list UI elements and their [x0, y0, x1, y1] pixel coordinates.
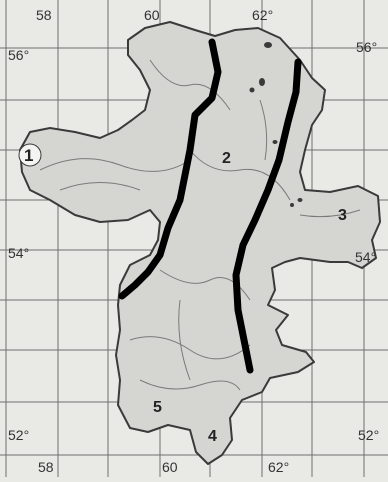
latitude-label-right: 56° [356, 39, 377, 55]
latitude-label-left: 56° [8, 47, 29, 63]
river [189, 149, 291, 201]
boundary-line-west [118, 38, 222, 300]
region-1-marker [18, 143, 42, 167]
river [129, 336, 251, 360]
region-label-3: 3 [338, 207, 347, 224]
latitude-label-left: 52° [8, 427, 29, 443]
longitude-label-bottom: 60 [162, 459, 178, 475]
longitude-label-top: 60 [144, 7, 160, 23]
river [39, 158, 191, 172]
region-label-1: 1 [24, 146, 33, 165]
lake [297, 198, 303, 202]
lake [259, 78, 265, 86]
region-label-4: 4 [208, 428, 217, 445]
river [299, 209, 361, 218]
river [139, 379, 241, 391]
lake [272, 140, 278, 144]
longitude-label-top: 62° [252, 7, 273, 23]
river [59, 182, 141, 191]
river [149, 59, 231, 111]
latitude-label-right: 54° [355, 249, 376, 265]
region-land [19, 21, 381, 465]
boundary-lines [118, 38, 302, 374]
lake [264, 42, 272, 48]
lakes [249, 42, 303, 207]
lake [290, 203, 294, 207]
region-label-2: 2 [222, 150, 231, 167]
river [259, 99, 268, 161]
longitude-label-bottom: 62° [268, 459, 289, 475]
longitude-label-top: 58 [36, 7, 52, 23]
lake [249, 87, 255, 93]
boundary-line-east [232, 58, 302, 374]
region-label-5: 5 [153, 399, 162, 416]
latitude-label-right: 52° [358, 427, 379, 443]
rivers [39, 59, 361, 391]
longitude-label-bottom: 58 [38, 459, 54, 475]
latitude-label-left: 54° [8, 245, 29, 261]
river [178, 299, 191, 381]
